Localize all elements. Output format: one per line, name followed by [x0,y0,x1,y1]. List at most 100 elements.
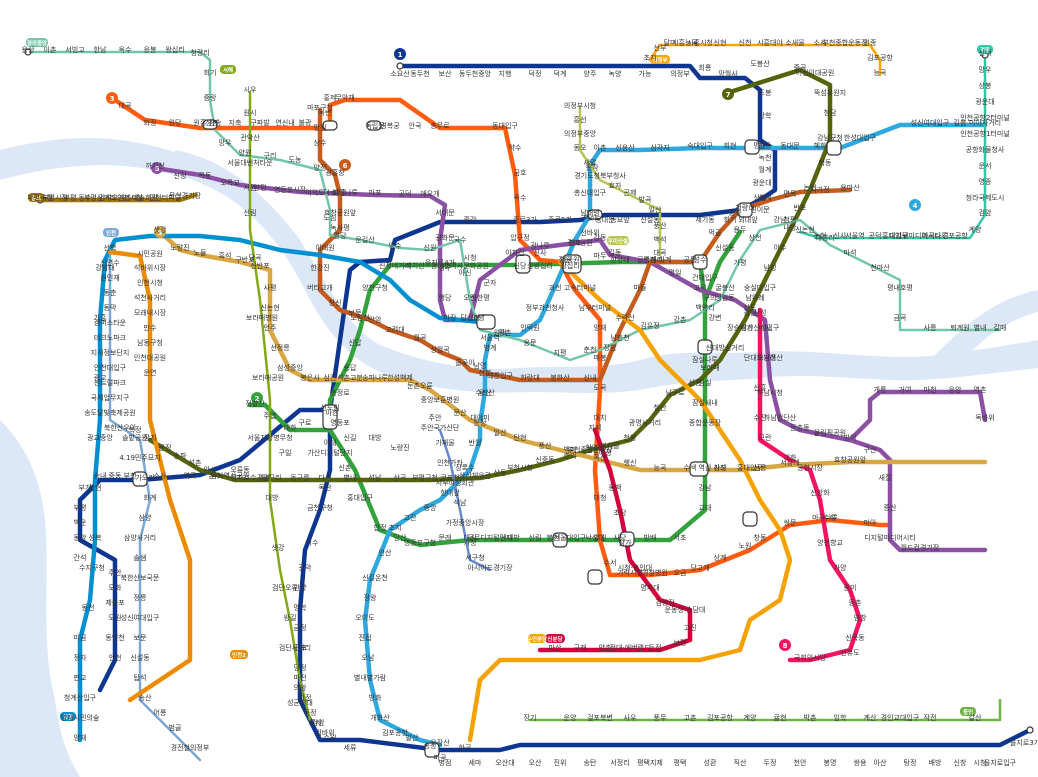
station-label[interactable]: 논현 [804,184,817,192]
station-label[interactable]: 안양 [294,583,307,592]
station-label[interactable]: 진접 [359,633,372,642]
station-label[interactable]: 오빈 [464,293,477,302]
station-label[interactable]: 제물포 [105,599,125,607]
station-label[interactable]: 상천 [749,233,762,242]
station-label[interactable]: 하남검단산 [764,413,797,422]
station-label[interactable]: 성수 [694,255,707,264]
station-label[interactable]: 청계산입구 [64,693,97,702]
station-label[interactable]: 오이도 [355,613,375,622]
station-label[interactable]: 시우 [244,86,257,94]
station-label[interactable]: 대방 [266,493,279,502]
station-label[interactable]: 대공원 [560,255,579,264]
station-label[interactable]: 정릉 [134,593,147,602]
station-label[interactable]: 보산 [439,69,452,78]
transfer-station-changdong[interactable] [744,139,760,155]
station-label[interactable]: 가좌 [714,463,727,472]
station-label[interactable]: 수지구청 [79,563,105,572]
station-label[interactable]: 온수 [209,472,222,480]
station-label[interactable]: 흥선 [574,115,587,124]
station-label[interactable]: 석남 [369,473,382,482]
station-label[interactable]: 독정 [304,708,317,717]
station-label[interactable]: 김포공항 [382,728,408,737]
station-label[interactable]: 마장 [444,313,457,322]
station-label[interactable]: 춘천 [584,345,597,354]
station-label[interactable]: 곡산 [594,453,607,462]
station-label[interactable]: 종합운동장 [689,418,722,427]
station-label[interactable]: 구의 [704,293,717,302]
station-label[interactable]: 양천향교 [817,538,843,547]
station-label[interactable]: 백석 [654,235,667,244]
station-label[interactable]: 마석 [844,248,857,257]
station-label[interactable]: 마포구청 [307,103,333,112]
station-label[interactable]: 광교 [94,374,107,382]
station-label[interactable]: 인덕원 [520,323,539,332]
station-label[interactable]: 중앙보훈병원 [421,395,460,404]
station-label[interactable]: 모래내시장 [134,308,167,317]
station-label[interactable]: 아시아드경기장 [467,563,513,572]
station-label[interactable]: 양재 [594,324,607,332]
station-label[interactable]: 원당 [169,118,182,127]
station-label[interactable]: 마전 [294,673,307,682]
station-label[interactable]: 대곡 [119,102,132,110]
station-label[interactable]: 방배 [644,533,657,542]
station-label[interactable]: 석촌 [189,458,202,467]
station-label[interactable]: 청량리 [735,203,754,212]
station-label[interactable]: 잠실 [699,378,712,387]
station-label[interactable]: 옥수 [514,194,527,202]
station-label[interactable]: 주안 [109,568,122,577]
station-label[interactable]: 의정부시청 [564,101,596,110]
station-label[interactable]: 대림 [464,534,477,542]
station-label[interactable]: 미아 [864,518,877,527]
station-label[interactable]: 산본 [479,368,492,377]
station-label[interactable]: 신천 [739,38,752,47]
station-label[interactable]: 신당 [514,261,527,270]
station-label[interactable]: 구파발 [250,118,270,127]
transfer-station-cheongnyangni[interactable] [737,202,753,218]
station-label[interactable]: 하계 [659,255,672,264]
station-label[interactable]: 사우 [624,713,637,722]
station-label[interactable]: 연신내 [275,118,294,127]
station-label[interactable]: 부천종합운동장 [822,38,868,47]
station-label[interactable]: 백마 [564,445,577,454]
station-label[interactable]: 마곡 [434,753,447,762]
station-label[interactable]: 삼양 [139,513,152,522]
station-label[interactable]: 대흥 [334,188,347,197]
station-label[interactable]: 충무로 [430,121,450,130]
station-label[interactable]: 신설동 [130,653,150,662]
station-label[interactable]: 여의도 [305,188,325,197]
station-label[interactable]: 신정네거리 [379,261,411,270]
station-label[interactable]: 용두 [734,226,747,234]
station-label[interactable]: 남성 [764,263,777,272]
station-label[interactable]: 월곡 [414,333,427,342]
station-label[interactable]: 의정부 [670,69,690,78]
station-label[interactable]: 걸포북변 [587,714,613,722]
station-label[interactable]: 고촌 [684,713,697,722]
station-label[interactable]: 김유정 [640,321,659,330]
station-label[interactable]: 동인천 [105,633,124,642]
station-label[interactable]: 대방 [369,433,382,442]
station-label[interactable]: 북한산보국문 [121,573,160,582]
station-label[interactable]: 경찰병원 [642,568,668,577]
station-label[interactable]: 화랑대 [520,374,539,382]
station-label[interactable]: 중동 [109,472,122,480]
station-label[interactable]: 돌곶이 [455,358,474,367]
station-label[interactable]: 광운대 [975,98,994,106]
station-label[interactable]: 남춘천 [610,333,629,342]
station-label[interactable]: 보문 [134,634,147,642]
station-label[interactable]: 임학 [834,713,847,722]
station-label[interactable]: 개봉 [259,473,272,482]
station-label[interactable]: 상도 [744,303,757,312]
station-label[interactable]: 공항화물청사 [966,145,1005,154]
station-label[interactable]: 화계 [144,493,157,502]
station-label[interactable]: 둔전 [649,643,662,652]
station-label[interactable]: 경인교대입구 [881,713,920,722]
station-label[interactable]: 용답 [344,363,357,372]
station-label[interactable]: 인천 [109,653,122,662]
station-label[interactable]: 신설동 [715,243,735,252]
station-label[interactable]: 신림 [529,533,542,542]
station-label[interactable]: 구일 [279,448,292,457]
station-label[interactable]: 뚝섬유원지 [814,88,846,97]
transfer-station-gangnam[interactable] [619,531,635,547]
station-label[interactable]: 서부여성회관 [436,478,475,487]
station-label[interactable]: 이대 [324,438,337,447]
